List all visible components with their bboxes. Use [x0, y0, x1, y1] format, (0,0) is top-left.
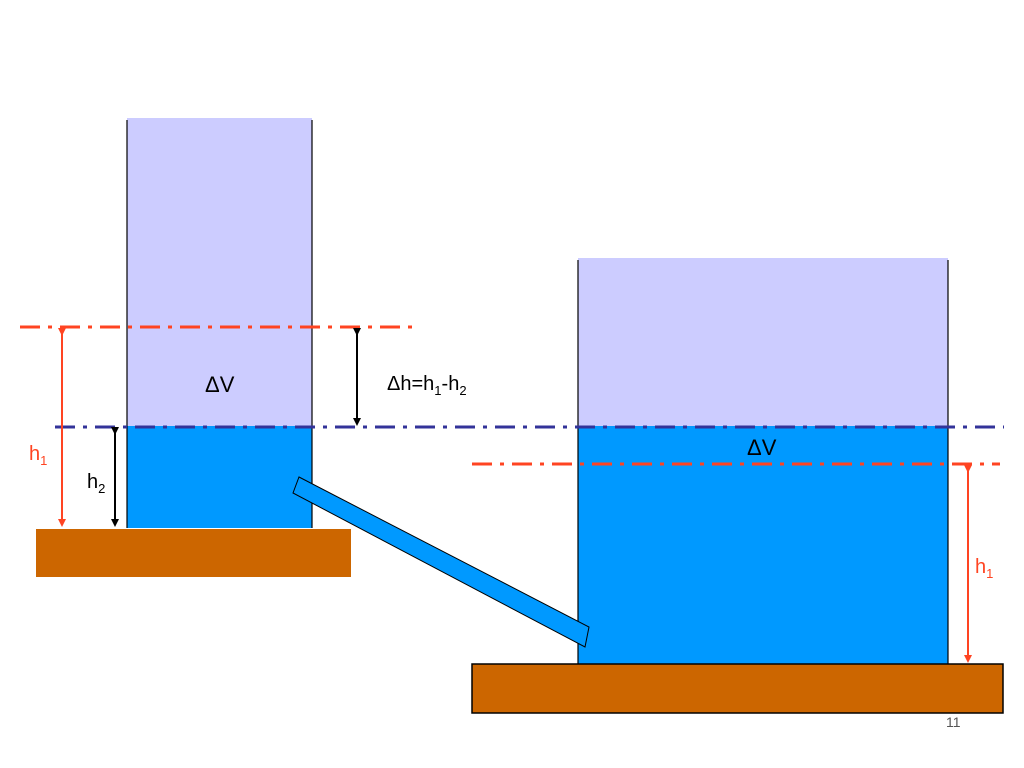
left-vessel-air [127, 118, 312, 426]
delta-v-left-label: ΔV [205, 372, 235, 397]
right-ground-block [471, 663, 1004, 714]
right-h1-main: h [975, 556, 986, 578]
left-h1-sub: 1 [40, 453, 47, 468]
right-h1-sub: 1 [986, 566, 993, 581]
delta-h-sub2: 2 [459, 383, 466, 398]
left-h1-label: h1 [29, 443, 47, 468]
left-ground-block [36, 529, 351, 577]
right-h1-label: h1 [975, 556, 993, 581]
connecting-pipe [292, 476, 590, 648]
right-vessel-air [578, 258, 948, 426]
left-vessel-water [127, 426, 312, 528]
right-vessel-water [578, 426, 948, 664]
delta-v-right-label: ΔV [747, 435, 777, 460]
left-h1-main: h [29, 443, 40, 465]
delta-h-equation-label: Δh=h1-h2 [387, 373, 467, 398]
left-h2-sub: 2 [98, 481, 105, 496]
left-h2-label: h2 [87, 471, 105, 496]
delta-h-minus-part: -h [442, 373, 460, 395]
delta-h-eq-part: Δh=h [387, 373, 434, 395]
page-number: 11 [946, 714, 961, 730]
delta-h-sub1: 1 [434, 383, 441, 398]
left-h2-main: h [87, 471, 98, 493]
